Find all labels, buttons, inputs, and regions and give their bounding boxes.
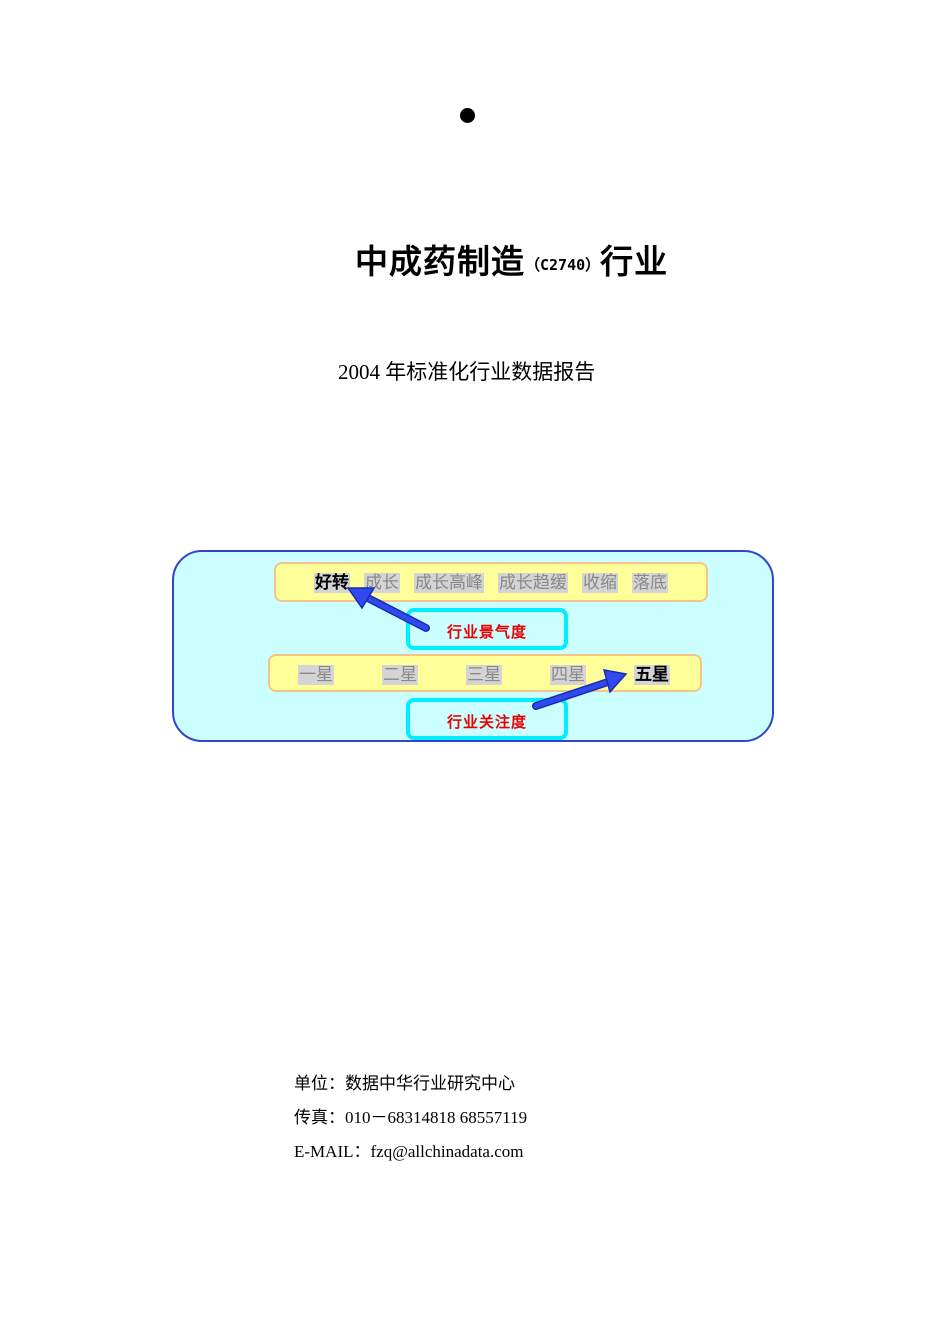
prosperity-option-shrinking: 收缩 <box>582 573 618 593</box>
prosperity-label: 行业景气度 <box>446 623 527 641</box>
attention-option-two-star: 二星 <box>382 665 418 685</box>
attention-option-one-star: 一星 <box>298 665 334 685</box>
attention-option-three-star: 三星 <box>466 665 502 685</box>
prosperity-option-growth-peak: 成长高峰 <box>414 573 484 593</box>
attention-label: 行业关注度 <box>446 713 527 731</box>
contact-unit: 单位：数据中华行业研究中心 <box>294 1074 515 1093</box>
title-main: 中成药制造 <box>355 242 525 281</box>
prosperity-arrow-icon <box>346 587 430 632</box>
industry-code: （C2740） <box>525 256 601 274</box>
document-subtitle: 2004 年标准化行业数据报告 <box>338 360 596 384</box>
contact-fax: 传真：010－68314818 68557119 <box>294 1108 528 1127</box>
attention-options-strip: 一星 二星 三星 四星 五星 <box>268 654 702 692</box>
prosperity-option-improving: 好转 <box>314 573 350 593</box>
attention-arrow-icon <box>532 669 628 710</box>
contact-email: E-MAIL：fzq@allchinadata.com <box>294 1142 524 1161</box>
industry-rating-diagram: 好转 成长 成长高峰 成长趋缓 收缩 落底 行业景气度 一星 二星 三星 四星 … <box>172 550 774 742</box>
title-suffix: 行业 <box>600 242 669 281</box>
prosperity-option-growth-slowing: 成长趋缓 <box>498 573 568 593</box>
attention-option-five-star: 五星 <box>634 665 670 685</box>
prosperity-option-bottom: 落底 <box>632 573 668 593</box>
prosperity-label-box: 行业景气度 <box>406 608 568 650</box>
bullet-dot-icon <box>460 108 475 123</box>
attention-option-four-star: 四星 <box>550 665 586 685</box>
arrow-icon <box>346 587 628 710</box>
document-title: 中成药制造（C2740）行业 <box>355 240 668 287</box>
prosperity-options-strip: 好转 成长 成长高峰 成长趋缓 收缩 落底 <box>274 562 708 602</box>
